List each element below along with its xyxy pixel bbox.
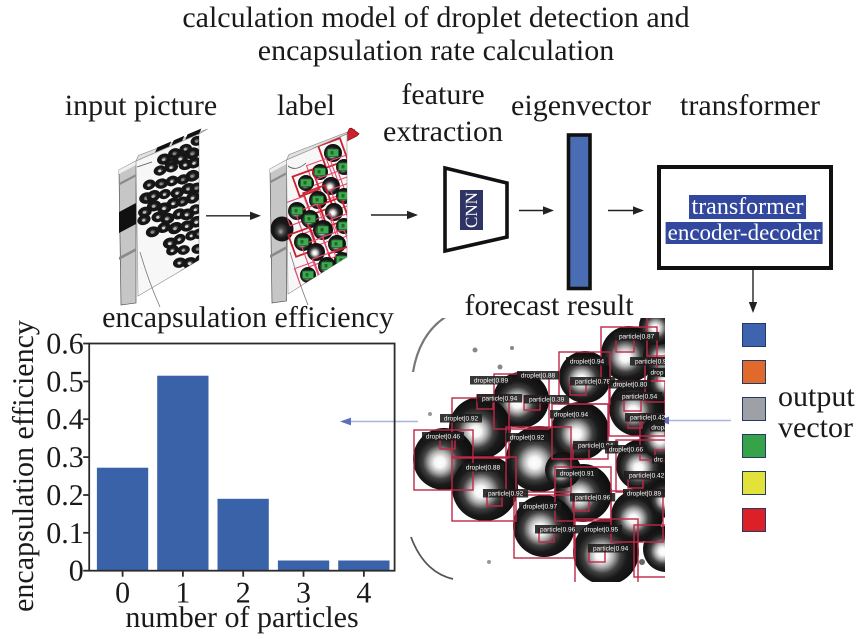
svg-text:0: 0 bbox=[115, 577, 130, 610]
svg-text:droplet|0.66: droplet|0.66 bbox=[609, 446, 644, 453]
svg-text:droplet|0.94: droplet|0.94 bbox=[570, 358, 605, 365]
svg-text:particle|0.78: particle|0.78 bbox=[575, 378, 611, 385]
svg-text:0.6: 0.6 bbox=[46, 328, 84, 361]
svg-text:particle|0.87: particle|0.87 bbox=[619, 333, 655, 340]
svg-text:3: 3 bbox=[296, 577, 311, 610]
svg-text:particle|0.54: particle|0.54 bbox=[622, 393, 658, 400]
svg-text:0: 0 bbox=[69, 555, 84, 588]
svg-text:particle|0.94: particle|0.94 bbox=[482, 395, 518, 402]
svg-text:0.4: 0.4 bbox=[46, 403, 84, 436]
svg-text:droplet|0.97: droplet|0.97 bbox=[523, 503, 558, 510]
svg-text:encapsulation efficiency: encapsulation efficiency bbox=[102, 301, 394, 334]
svg-text:particle|0.96: particle|0.96 bbox=[540, 526, 576, 533]
svg-text:droplet|0.89: droplet|0.89 bbox=[474, 377, 509, 384]
svg-text:particle|0.94: particle|0.94 bbox=[593, 545, 629, 552]
svg-text:0.2: 0.2 bbox=[46, 479, 84, 512]
svg-text:droplet|0.46: droplet|0.46 bbox=[426, 433, 461, 440]
svg-text:0.3: 0.3 bbox=[46, 441, 84, 474]
svg-text:drop: drop bbox=[650, 369, 663, 376]
svg-text:2: 2 bbox=[236, 577, 251, 610]
svg-text:droplet|0.92: droplet|0.92 bbox=[444, 415, 479, 422]
svg-text:droplet|0.92: droplet|0.92 bbox=[510, 434, 545, 441]
svg-text:particle|0.96: particle|0.96 bbox=[575, 494, 611, 501]
svg-text:droplet|0.88: droplet|0.88 bbox=[521, 372, 556, 379]
svg-text:droplet|0.80: droplet|0.80 bbox=[613, 381, 648, 388]
svg-text:particle|0.91: particle|0.91 bbox=[635, 358, 671, 365]
svg-text:drc: drc bbox=[654, 456, 664, 463]
svg-text:4: 4 bbox=[356, 577, 371, 610]
svg-text:particle|0.42: particle|0.42 bbox=[630, 414, 666, 421]
svg-text:CNN: CNN bbox=[462, 192, 481, 228]
svg-text:droplet|0.95: droplet|0.95 bbox=[584, 526, 619, 533]
svg-text:1: 1 bbox=[175, 577, 190, 610]
svg-text:particle|0.39: particle|0.39 bbox=[529, 396, 565, 403]
svg-text:particle|0.42: particle|0.42 bbox=[629, 472, 665, 479]
svg-text:0.5: 0.5 bbox=[46, 365, 84, 398]
svg-text:droplet|0.89: droplet|0.89 bbox=[627, 490, 662, 497]
svg-text:0.1: 0.1 bbox=[46, 517, 84, 550]
svg-text:droplet|0.94: droplet|0.94 bbox=[554, 411, 589, 418]
svg-text:particle|0.94: particle|0.94 bbox=[578, 442, 614, 449]
svg-text:number of particles: number of particles bbox=[125, 601, 358, 634]
svg-text:dropa: dropa bbox=[651, 424, 668, 431]
svg-text:particle|0.92: particle|0.92 bbox=[488, 490, 524, 497]
svg-text:droplet|0.91: droplet|0.91 bbox=[560, 470, 595, 477]
svg-text:encapsulation efficiency: encapsulation efficiency bbox=[7, 320, 40, 612]
svg-text:droplet|0.88: droplet|0.88 bbox=[466, 464, 501, 471]
